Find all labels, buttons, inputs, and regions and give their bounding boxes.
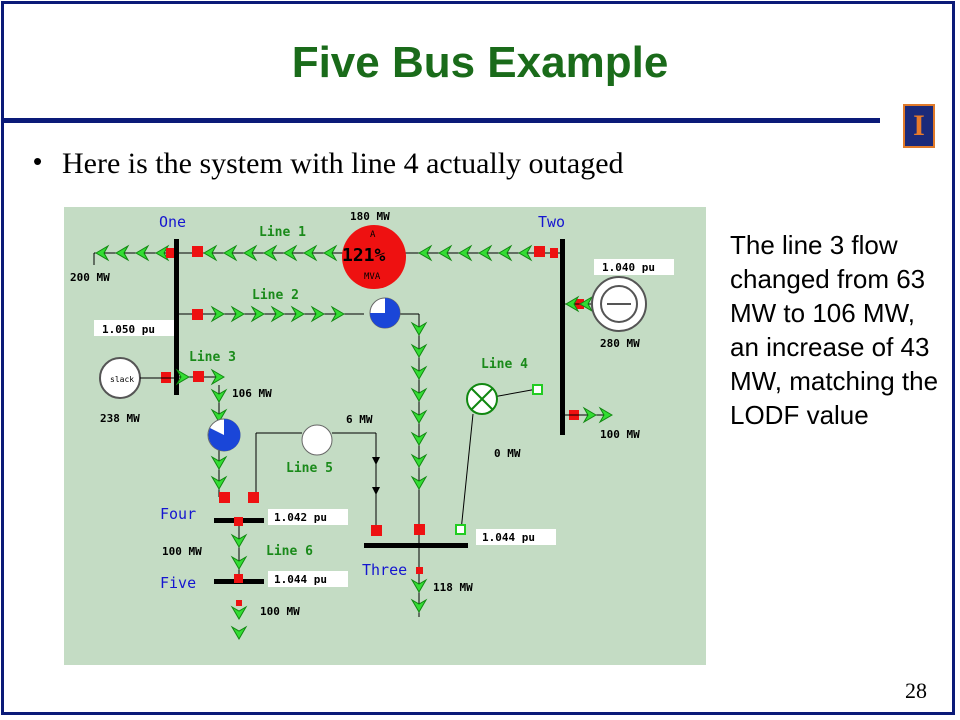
generator-two-icon-inner xyxy=(600,285,638,323)
voltage-box-one: 1.050 pu xyxy=(94,320,174,336)
voltage-box-two: 1.040 pu xyxy=(594,259,674,275)
line4-flow-value: 0 MW xyxy=(494,447,521,460)
line2-label: Line 2 xyxy=(252,288,299,303)
line2-flow-pie-fill xyxy=(370,298,400,328)
line3-flow-value: 106 MW xyxy=(232,387,272,400)
line4-label: Line 4 xyxy=(481,357,528,372)
voltage-four: 1.042 pu xyxy=(274,511,327,524)
line5-flow-arrows xyxy=(372,457,380,495)
breaker-open[interactable] xyxy=(455,524,466,535)
bus-one-bar xyxy=(174,239,179,395)
load-three-value: 118 MW xyxy=(433,581,473,594)
voltage-three: 1.044 pu xyxy=(482,531,535,544)
breaker[interactable] xyxy=(248,492,259,503)
line5-flow-value: 6 MW xyxy=(346,413,373,426)
breaker[interactable] xyxy=(234,574,243,583)
slack-label: slack xyxy=(110,375,134,384)
bus-three-bar xyxy=(364,543,468,548)
bullet-icon: • xyxy=(33,146,43,176)
load-five-value: 100 MW xyxy=(260,605,300,618)
bus-two-label: Two xyxy=(538,213,565,231)
breaker[interactable] xyxy=(192,246,203,257)
voltage-two: 1.040 pu xyxy=(602,261,655,274)
line6-label: Line 6 xyxy=(266,544,313,559)
breaker-open[interactable] xyxy=(532,384,543,395)
breaker[interactable] xyxy=(234,517,243,526)
breaker[interactable] xyxy=(534,246,545,257)
breaker[interactable] xyxy=(166,248,174,258)
breaker[interactable] xyxy=(236,600,242,606)
bus-three-label: Three xyxy=(362,561,407,579)
line4-path xyxy=(460,413,474,532)
line4-outage-marker xyxy=(466,383,498,415)
line5-flow-pie xyxy=(301,424,333,456)
bus-one-label: One xyxy=(159,213,186,231)
voltage-one: 1.050 pu xyxy=(102,323,155,336)
bus-five-label: Five xyxy=(160,574,196,592)
voltage-box-four: 1.042 pu xyxy=(268,509,348,525)
voltage-box-five: 1.044 pu xyxy=(268,571,348,587)
breaker[interactable] xyxy=(371,525,382,536)
slide-title: Five Bus Example xyxy=(291,38,669,87)
breaker[interactable] xyxy=(219,492,230,503)
overload-percent: 121% xyxy=(342,245,386,266)
overload-pie-unit-a: A xyxy=(370,230,376,240)
breaker[interactable] xyxy=(550,248,558,258)
line1-flow-value: 180 MW xyxy=(350,210,390,223)
university-logo: I xyxy=(903,104,935,148)
line1-label: Line 1 xyxy=(259,225,306,240)
breaker[interactable] xyxy=(192,309,203,320)
breaker[interactable] xyxy=(416,567,423,574)
slack-generation-value: 238 MW xyxy=(100,412,140,425)
bullet-text: Here is the system with line 4 actually … xyxy=(62,147,624,180)
overload-pie-unit-mva: MVA xyxy=(364,272,381,282)
logo-letter: I xyxy=(913,109,925,142)
line3-flow-pie-fill xyxy=(208,418,241,451)
line3-label: Line 3 xyxy=(189,350,236,365)
voltage-five: 1.044 pu xyxy=(274,573,327,586)
gen-two-value: 280 MW xyxy=(600,337,640,350)
breaker[interactable] xyxy=(193,371,204,382)
load-one-value: 200 MW xyxy=(70,271,110,284)
one-line-diagram: One Two Three Four Five Line 1 Line 2 Li… xyxy=(64,207,706,665)
overload-pie-chart xyxy=(342,225,406,289)
title-divider xyxy=(4,118,880,123)
bus-two-bar xyxy=(560,239,565,435)
page-number: 28 xyxy=(905,678,927,703)
bus-four-label: Four xyxy=(160,505,196,523)
load-two-value: 100 MW xyxy=(600,428,640,441)
load-four-value: 100 MW xyxy=(162,545,202,558)
line5-label: Line 5 xyxy=(286,461,333,476)
voltage-box-three: 1.044 pu xyxy=(476,529,556,545)
breaker[interactable] xyxy=(414,524,425,535)
annotation-text: The line 3 flow changed from 63 MW to 10… xyxy=(730,230,939,430)
